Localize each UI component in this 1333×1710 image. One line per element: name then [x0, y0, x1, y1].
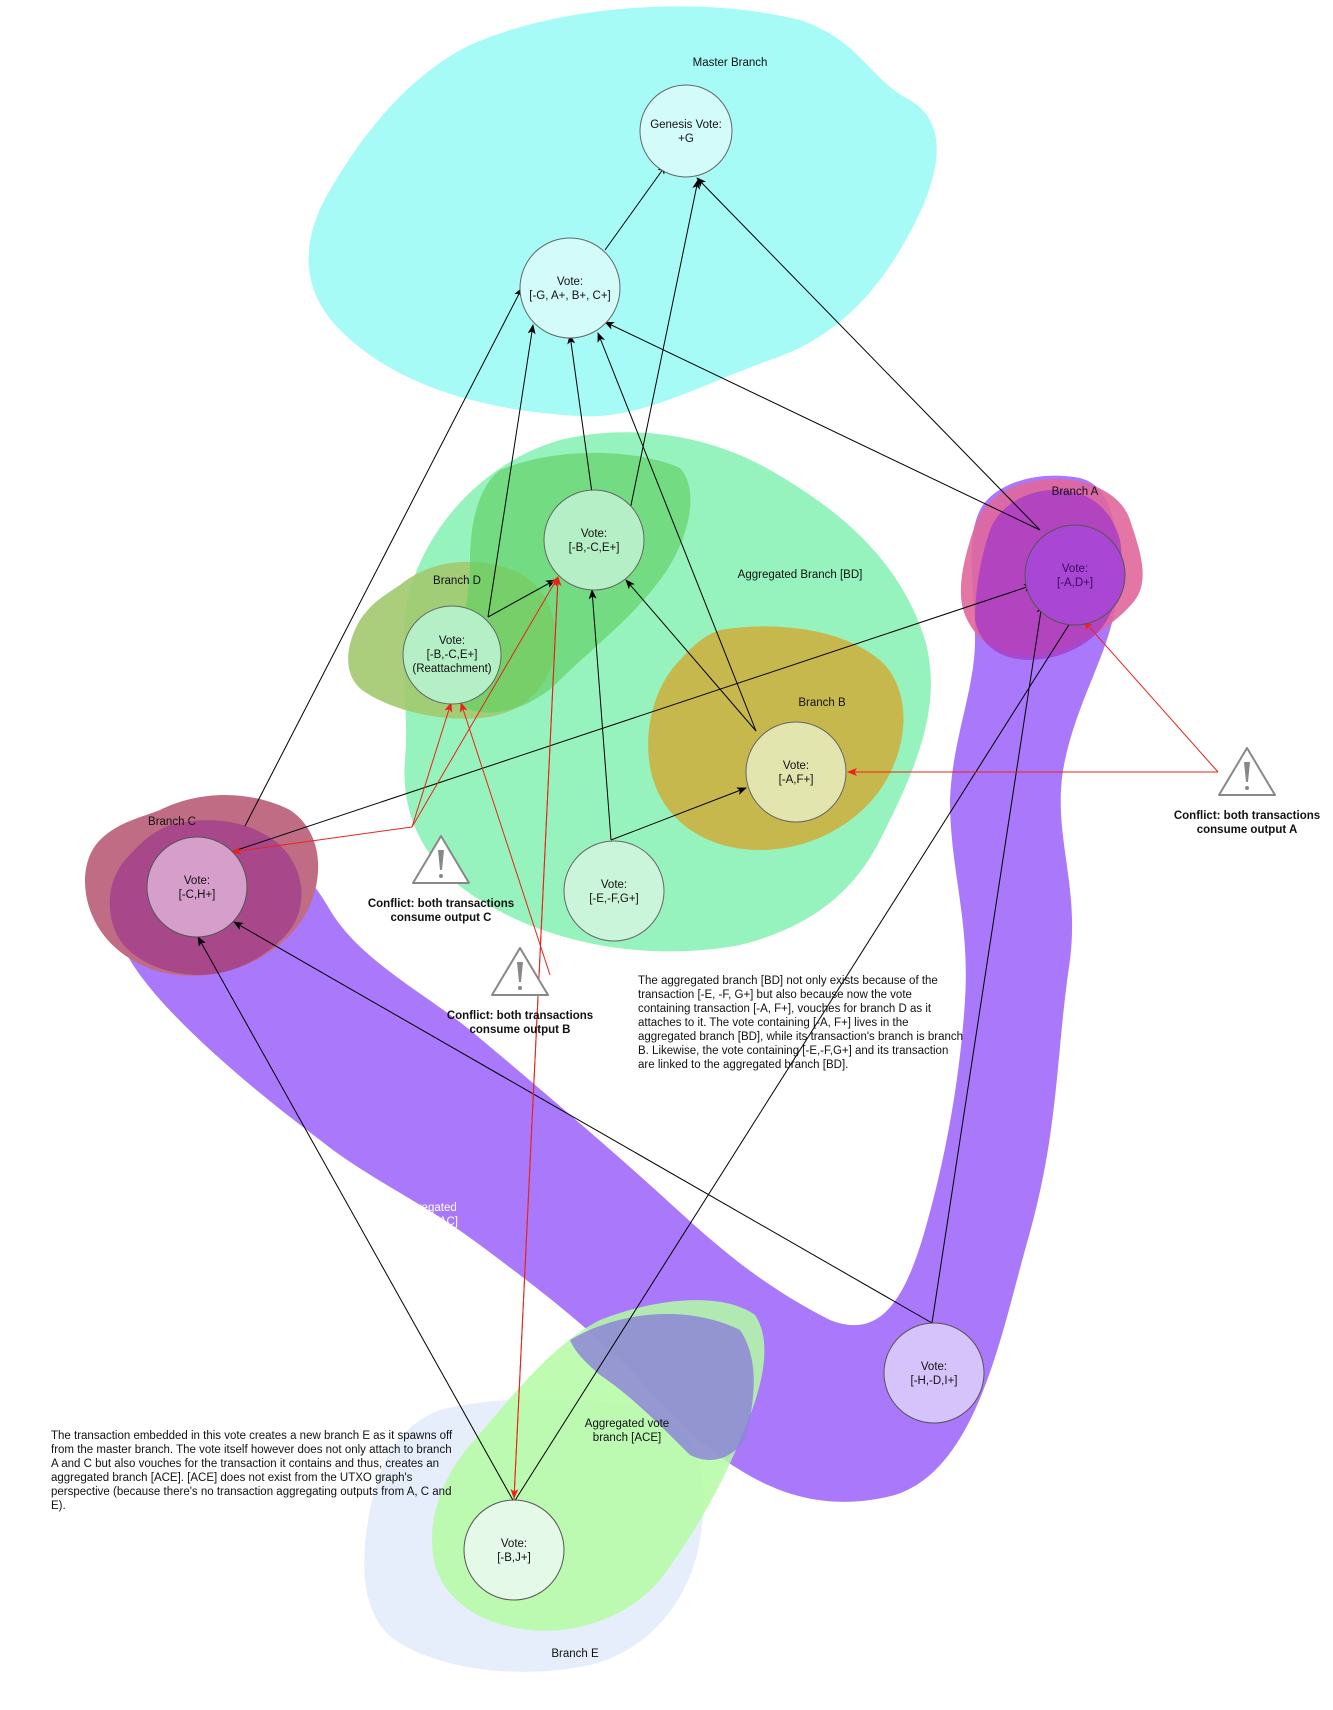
aggregated-ac-label-2: Branch [AC]: [396, 1216, 458, 1228]
ace-ac-overlap: [570, 1313, 754, 1460]
conflict-edge-c-to-bce: [411, 576, 559, 828]
node-g-line2: [-G, A+, B+, C+]: [529, 290, 611, 302]
vote-node-ch[interactable]: Vote: [-C,H+]: [146, 836, 248, 938]
conflict-c-line2: consume output C: [391, 912, 492, 924]
node-ch-line1: Vote:: [184, 875, 210, 887]
edge-af-to-g: [597, 332, 757, 732]
vote-node-reattachment[interactable]: Vote: [-B,-C,E+] (Reattachment): [402, 605, 502, 705]
reference-edges: [197, 164, 1078, 1503]
conflict-b-line1: Conflict: both transactions: [447, 1010, 593, 1022]
vote-node-ad[interactable]: Vote: [-A,D+]: [1024, 524, 1126, 626]
edge-bj-to-ad: [513, 611, 1078, 1503]
master-branch-label: Master Branch: [693, 57, 768, 69]
edge-bj-to-ch: [197, 936, 515, 1503]
node-reattach-line2: [-B,-C,E+]: [427, 649, 478, 661]
note-branch-e: The transaction embedded in this vote cr…: [51, 1430, 453, 1512]
edge-hdi-to-ad: [931, 603, 1045, 1324]
edge-reattach-to-g: [487, 324, 536, 618]
master-branch-region: [308, 6, 937, 417]
node-efg-line1: Vote:: [601, 879, 627, 891]
vote-node-bce[interactable]: Vote: [-B,-C,E+]: [543, 489, 645, 591]
node-genesis-line2: +G: [678, 133, 694, 145]
vote-node-hdi[interactable]: Vote: [-H,-D,I+]: [883, 1322, 985, 1424]
conflict-b-line2: consume output B: [470, 1024, 571, 1036]
vote-node-genesis[interactable]: Genesis Vote: +G: [639, 84, 733, 178]
edge-af-to-bce: [625, 579, 757, 732]
node-reattach-line3: (Reattachment): [412, 663, 491, 675]
node-af-line2: [-A,F+]: [779, 774, 814, 786]
edge-efg-to-af: [610, 787, 747, 841]
node-bj-line2: [-B,J+]: [497, 1552, 531, 1564]
node-g-line1: Vote:: [557, 276, 583, 288]
conflict-a-line2: consume output A: [1197, 824, 1298, 836]
conflict-c-line1: Conflict: both transactions: [368, 898, 514, 910]
edge-bce-to-g: [567, 334, 593, 494]
node-bce-line2: [-B,-C,E+]: [569, 542, 620, 554]
aggregated-bd-label: Aggregated Branch [BD]: [738, 569, 863, 581]
conflict-edge-a-to-ad: [1083, 620, 1219, 773]
vote-node-af[interactable]: Vote: [-A,F+]: [745, 721, 847, 823]
node-reattach-line1: Vote:: [439, 635, 465, 647]
branch-e-label: Branch E: [551, 1648, 599, 1660]
branch-b-label: Branch B: [798, 697, 846, 709]
node-ad-line1: Vote:: [1062, 563, 1088, 575]
vote-node-efg[interactable]: Vote: [-E,-F,G+]: [563, 840, 665, 942]
branch-a-label: Branch A: [1052, 486, 1099, 498]
node-hdi-line2: [-H,-D,I+]: [911, 1375, 958, 1387]
node-efg-line2: [-E,-F,G+]: [589, 893, 639, 905]
edge-efg-to-bce: [588, 589, 612, 841]
edge-ad-to-g: [604, 321, 1041, 531]
edge-bce-to-genesis: [629, 179, 701, 511]
branch-c-label: Branch C: [148, 816, 196, 828]
node-bj-line1: Vote:: [501, 1538, 527, 1550]
edge-hdi-to-ch: [233, 921, 933, 1324]
node-af-line1: Vote:: [783, 760, 809, 772]
warning-icon-b: [491, 947, 549, 996]
aggregated-ace-label-1: Aggregated vote: [585, 1418, 669, 1430]
vote-node-bj[interactable]: Vote: [-B,J+]: [463, 1499, 565, 1601]
node-bce-line1: Vote:: [581, 528, 607, 540]
edge-ch-to-ad: [230, 584, 1034, 853]
edge-ad-to-genesis: [696, 177, 1041, 531]
aggregated-ace-label-2: branch [ACE]: [593, 1432, 661, 1444]
conflict-a-line1: Conflict: both transactions: [1174, 810, 1320, 822]
note-aggregated-bd: The aggregated branch [BD] not only exis…: [638, 975, 964, 1071]
node-genesis-line1: Genesis Vote:: [650, 119, 722, 131]
conflict-edge-c-to-reattach: [411, 702, 453, 828]
aggregated-ac-label-1: Aggregated: [397, 1202, 456, 1214]
node-hdi-line1: Vote:: [921, 1361, 947, 1373]
node-ad-line2: [-A,D+]: [1057, 577, 1093, 589]
edge-g-to-genesis: [604, 164, 667, 251]
vote-node-g[interactable]: Vote: [-G, A+, B+, C+]: [519, 237, 621, 339]
edge-ch-to-g: [244, 287, 523, 827]
conflict-edge-b-to-reattach: [459, 702, 551, 976]
conflict-edge-bce-to-bj: [510, 579, 559, 1499]
node-ch-line2: [-C,H+]: [179, 889, 216, 901]
branch-d-label: Branch D: [433, 575, 481, 587]
edge-reattach-to-bce: [487, 579, 556, 618]
warning-icon-c: [412, 835, 470, 884]
conflict-edges: [231, 576, 1219, 1501]
conflict-edge-c-to-ch: [231, 826, 413, 855]
warning-icon-a: [1218, 747, 1276, 796]
